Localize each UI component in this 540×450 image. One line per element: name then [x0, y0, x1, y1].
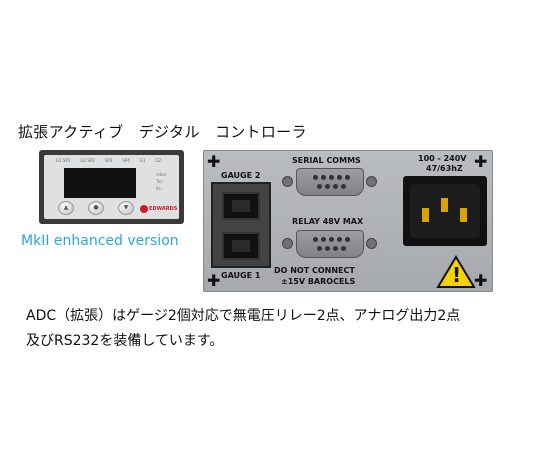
unit-label: mbar: [156, 172, 167, 177]
barocels-label: ±15V BAROCELS: [281, 277, 356, 286]
led-label: G1 SP1: [56, 158, 71, 163]
port-nut: [282, 176, 293, 187]
port-nut: [282, 238, 293, 249]
gauge1-label: GAUGE 1: [221, 271, 261, 280]
screw-icon: ✚: [474, 271, 488, 290]
voltage-label: 100 - 240V: [418, 154, 467, 163]
select-key-icon: ●: [88, 201, 104, 215]
led-label: G2 SP2: [80, 158, 95, 163]
led-label: SP3: [104, 158, 113, 163]
warning-icon: !: [436, 255, 476, 293]
description-line: 及びRS232を装備しています。: [26, 333, 224, 349]
front-keys: ▲ ● ▼: [58, 201, 134, 215]
serial-port: [282, 167, 378, 197]
up-key-icon: ▲: [58, 201, 74, 215]
led-label: G1: [139, 158, 146, 163]
warning-triangle-icon: [436, 255, 476, 288]
port-nut: [366, 176, 377, 187]
controller-front-image: G1 SP1 G2 SP2 SP3 SP4 G1 G2 mbar Torr Pa…: [39, 150, 184, 224]
down-key-icon: ▼: [118, 201, 134, 215]
led-row: G1 SP1 G2 SP2 SP3 SP4 G1 G2: [56, 158, 161, 163]
gauge1-port: [222, 232, 260, 260]
dsub-shell: [296, 230, 364, 258]
port-nut: [366, 238, 377, 249]
gauge2-label: GAUGE 2: [221, 171, 261, 180]
description: ADC（拡張）はゲージ2個対応で無電圧リレー2点、アナログ出力2点 及びRS23…: [26, 304, 536, 354]
do-not-connect-label: DO NOT CONNECT: [274, 266, 355, 275]
unit-label: Pa: [156, 186, 161, 191]
power-pin: [441, 198, 448, 212]
led-label: SP4: [122, 158, 130, 163]
screw-icon: ✚: [474, 152, 488, 171]
controller-rear-panel: ✚ ✚ ✚ ✚ GAUGE 2 GAUGE 1 SERIAL COMMS REL…: [203, 150, 493, 292]
controller-front-face: G1 SP1 G2 SP2 SP3 SP4 G1 G2 mbar Torr Pa…: [44, 155, 179, 219]
screw-icon: ✚: [207, 152, 221, 171]
relay-label: RELAY 48V MAX: [292, 217, 364, 226]
page-title: 拡張アクティブ デジタル コントローラ: [18, 123, 307, 141]
power-pin: [422, 208, 429, 222]
gauge2-port: [222, 192, 260, 220]
logo-mark-icon: [140, 205, 148, 213]
mkii-version-label: MkII enhanced version: [21, 233, 179, 249]
relay-port: [282, 229, 378, 259]
led-label: G2: [155, 158, 162, 163]
warning-mark: !: [452, 263, 462, 287]
logo-text: EDWARDS: [149, 206, 178, 212]
description-line: ADC（拡張）はゲージ2個対応で無電圧リレー2点、アナログ出力2点: [26, 308, 461, 324]
edwards-logo: EDWARDS: [140, 205, 177, 213]
dsub-shell: [296, 168, 364, 196]
serial-comms-label: SERIAL COMMS: [292, 156, 361, 165]
power-inlet: [403, 176, 487, 246]
gauge-connector-block: [211, 182, 271, 268]
unit-label: Torr: [156, 179, 164, 184]
frequency-label: 47/63hZ: [426, 164, 463, 173]
unit-labels: mbar Torr Pa: [156, 171, 167, 192]
front-display: [64, 168, 136, 198]
screw-icon: ✚: [207, 271, 221, 290]
power-pin: [460, 208, 467, 222]
